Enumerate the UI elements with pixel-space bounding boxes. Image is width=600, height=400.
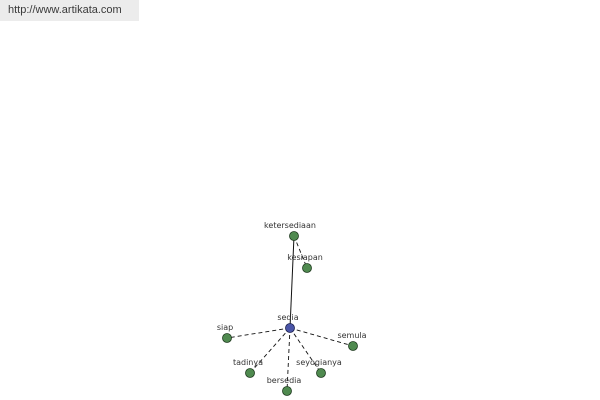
edge-bersedia — [286, 327, 291, 392]
node-label-ketersediaan[interactable]: ketersediaan — [264, 221, 316, 230]
node-center-sedia[interactable] — [285, 323, 295, 333]
node-tadinya[interactable] — [245, 368, 255, 378]
site-url-link[interactable]: http://www.artikata.com — [8, 4, 122, 16]
node-seyogianya[interactable] — [316, 368, 326, 378]
node-label-semula[interactable]: semula — [337, 331, 366, 340]
graph-edges — [226, 235, 354, 392]
graph-labels: ketersediaan kesiapan siap semula tadinya sey… — [217, 221, 367, 385]
edge-ketersediaan — [289, 235, 295, 329]
node-label-tadinya[interactable]: tadinya — [233, 358, 263, 367]
edge-siap — [226, 327, 291, 339]
edge-semula — [289, 327, 354, 347]
node-bersedia[interactable] — [282, 386, 292, 396]
node-semula[interactable] — [348, 341, 358, 351]
node-label-seyogianya[interactable]: seyogianya — [296, 358, 342, 367]
edge-tadinya — [249, 327, 291, 374]
node-label-kesiapan[interactable]: kesiapan — [287, 253, 323, 262]
graph-nodes — [222, 231, 358, 396]
edge-kesiapan — [293, 235, 308, 269]
node-ketersediaan[interactable] — [289, 231, 299, 241]
node-label-center[interactable]: sedia — [277, 313, 298, 322]
url-banner: http://www.artikata.com — [0, 0, 139, 21]
edge-seyogianya — [289, 327, 322, 374]
node-label-siap[interactable]: siap — [217, 323, 233, 332]
node-kesiapan[interactable] — [302, 263, 312, 273]
node-label-bersedia[interactable]: bersedia — [267, 376, 302, 385]
node-siap[interactable] — [222, 333, 232, 343]
